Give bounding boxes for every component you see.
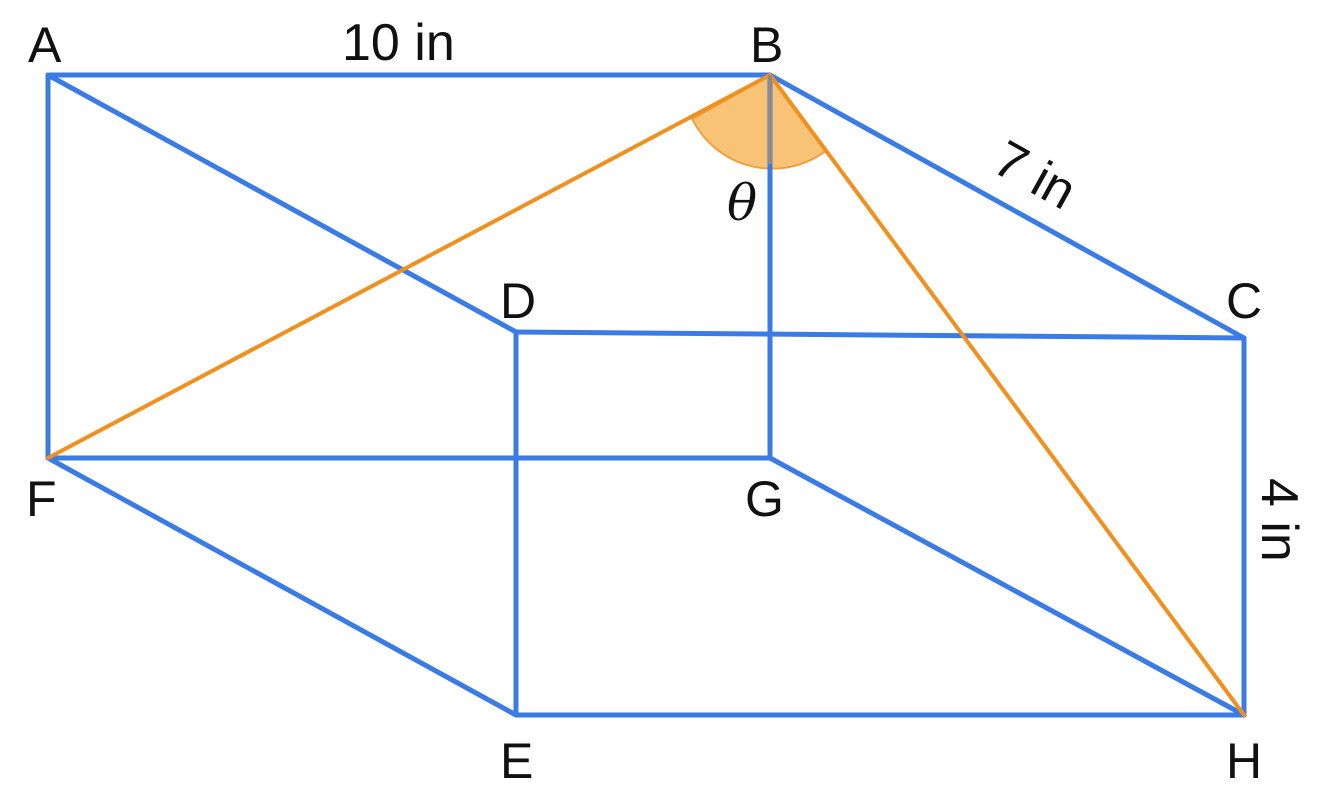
vertex-label-g: G bbox=[745, 471, 784, 527]
vertex-label-b: B bbox=[750, 17, 783, 73]
vertex-label-a: A bbox=[28, 17, 62, 73]
vertex-label-c: C bbox=[1226, 273, 1262, 329]
edge-ad bbox=[45, 72, 519, 335]
edge-gh bbox=[767, 455, 1247, 718]
vertex-label-h: H bbox=[1226, 733, 1262, 789]
vertex-label-e: E bbox=[500, 733, 533, 789]
dimension-height-label: 4 in bbox=[1250, 478, 1308, 562]
dimension-length-label: 10 in bbox=[342, 14, 455, 72]
edge-fe bbox=[45, 455, 519, 718]
vertex-label-f: F bbox=[26, 471, 57, 527]
diagonal-bh bbox=[768, 73, 1246, 717]
vertex-label-d: D bbox=[500, 273, 536, 329]
edge-dc bbox=[513, 329, 1247, 341]
diagonal-bf bbox=[46, 73, 772, 460]
dimension-depth-label: 7 in bbox=[984, 130, 1085, 221]
angle-theta-label: θ bbox=[727, 174, 757, 232]
angle-theta-sector bbox=[690, 73, 828, 170]
edge-bc bbox=[767, 72, 1247, 341]
